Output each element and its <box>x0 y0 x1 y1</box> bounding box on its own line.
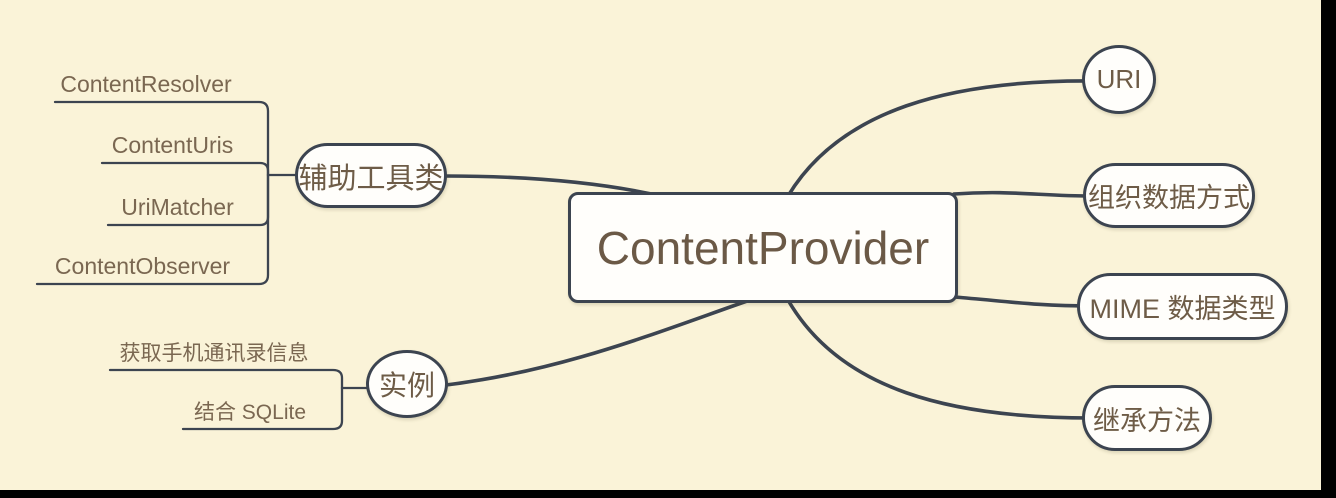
leaf-get-phone-contacts-label: 获取手机通讯录信息 <box>119 342 309 365</box>
leaf-contentobserver[interactable]: ContentObserver <box>30 252 255 280</box>
leaf-get-phone-contacts[interactable]: 获取手机通讯录信息 <box>105 340 323 368</box>
leaf-urimatcher[interactable]: UriMatcher <box>100 193 255 221</box>
connector-root-inherit <box>786 298 1094 420</box>
topic-uri[interactable]: URI <box>1082 45 1156 114</box>
connector-example-root <box>436 298 752 388</box>
topic-uri-label: URI <box>1096 64 1142 94</box>
root-connectors <box>436 79 1094 420</box>
leaf-contenturis[interactable]: ContentUris <box>95 131 250 159</box>
underline-contentobserver <box>35 173 270 286</box>
bottom-edge-strip <box>0 490 1336 498</box>
underline-contentresolver <box>53 100 270 177</box>
right-edge-strip <box>1321 0 1336 498</box>
aux-children-bracket <box>35 100 307 286</box>
topic-data-organization-label: 组织数据方式 <box>1088 183 1250 213</box>
root-topic-label: ContentProvider <box>596 221 930 274</box>
leaf-urimatcher-label: UriMatcher <box>121 194 234 220</box>
underline-contacts <box>108 368 344 390</box>
topic-mime-type-label: MIME 数据类型 <box>1089 294 1276 324</box>
leaf-combine-sqlite-label: 结合 SQLite <box>193 401 307 424</box>
underline-sqlite <box>181 386 344 431</box>
leaf-combine-sqlite[interactable]: 结合 SQLite <box>175 399 325 427</box>
topic-mime-type[interactable]: MIME 数据类型 <box>1077 273 1288 340</box>
branch-aux-tools[interactable]: 辅助工具类 <box>295 143 447 208</box>
leaf-contentresolver-label: ContentResolver <box>60 71 232 97</box>
branch-aux-tools-label: 辅助工具类 <box>298 162 444 195</box>
leaf-contentobserver-label: ContentObserver <box>54 253 231 279</box>
leaf-contenturis-label: ContentUris <box>111 132 234 158</box>
topic-inherit-methods[interactable]: 继承方法 <box>1082 385 1212 451</box>
underline-contenturis <box>100 161 270 177</box>
connector-root-mime <box>952 295 1094 308</box>
branch-example-label: 实例 <box>378 370 435 401</box>
connector-root-org <box>952 190 1094 198</box>
leaf-contentresolver[interactable]: ContentResolver <box>40 70 252 98</box>
connector-root-uri <box>786 79 1094 198</box>
topic-inherit-methods-label: 继承方法 <box>1093 405 1201 436</box>
branch-example[interactable]: 实例 <box>366 350 448 418</box>
topic-data-organization[interactable]: 组织数据方式 <box>1083 163 1255 228</box>
root-topic[interactable]: ContentProvider <box>568 192 958 303</box>
